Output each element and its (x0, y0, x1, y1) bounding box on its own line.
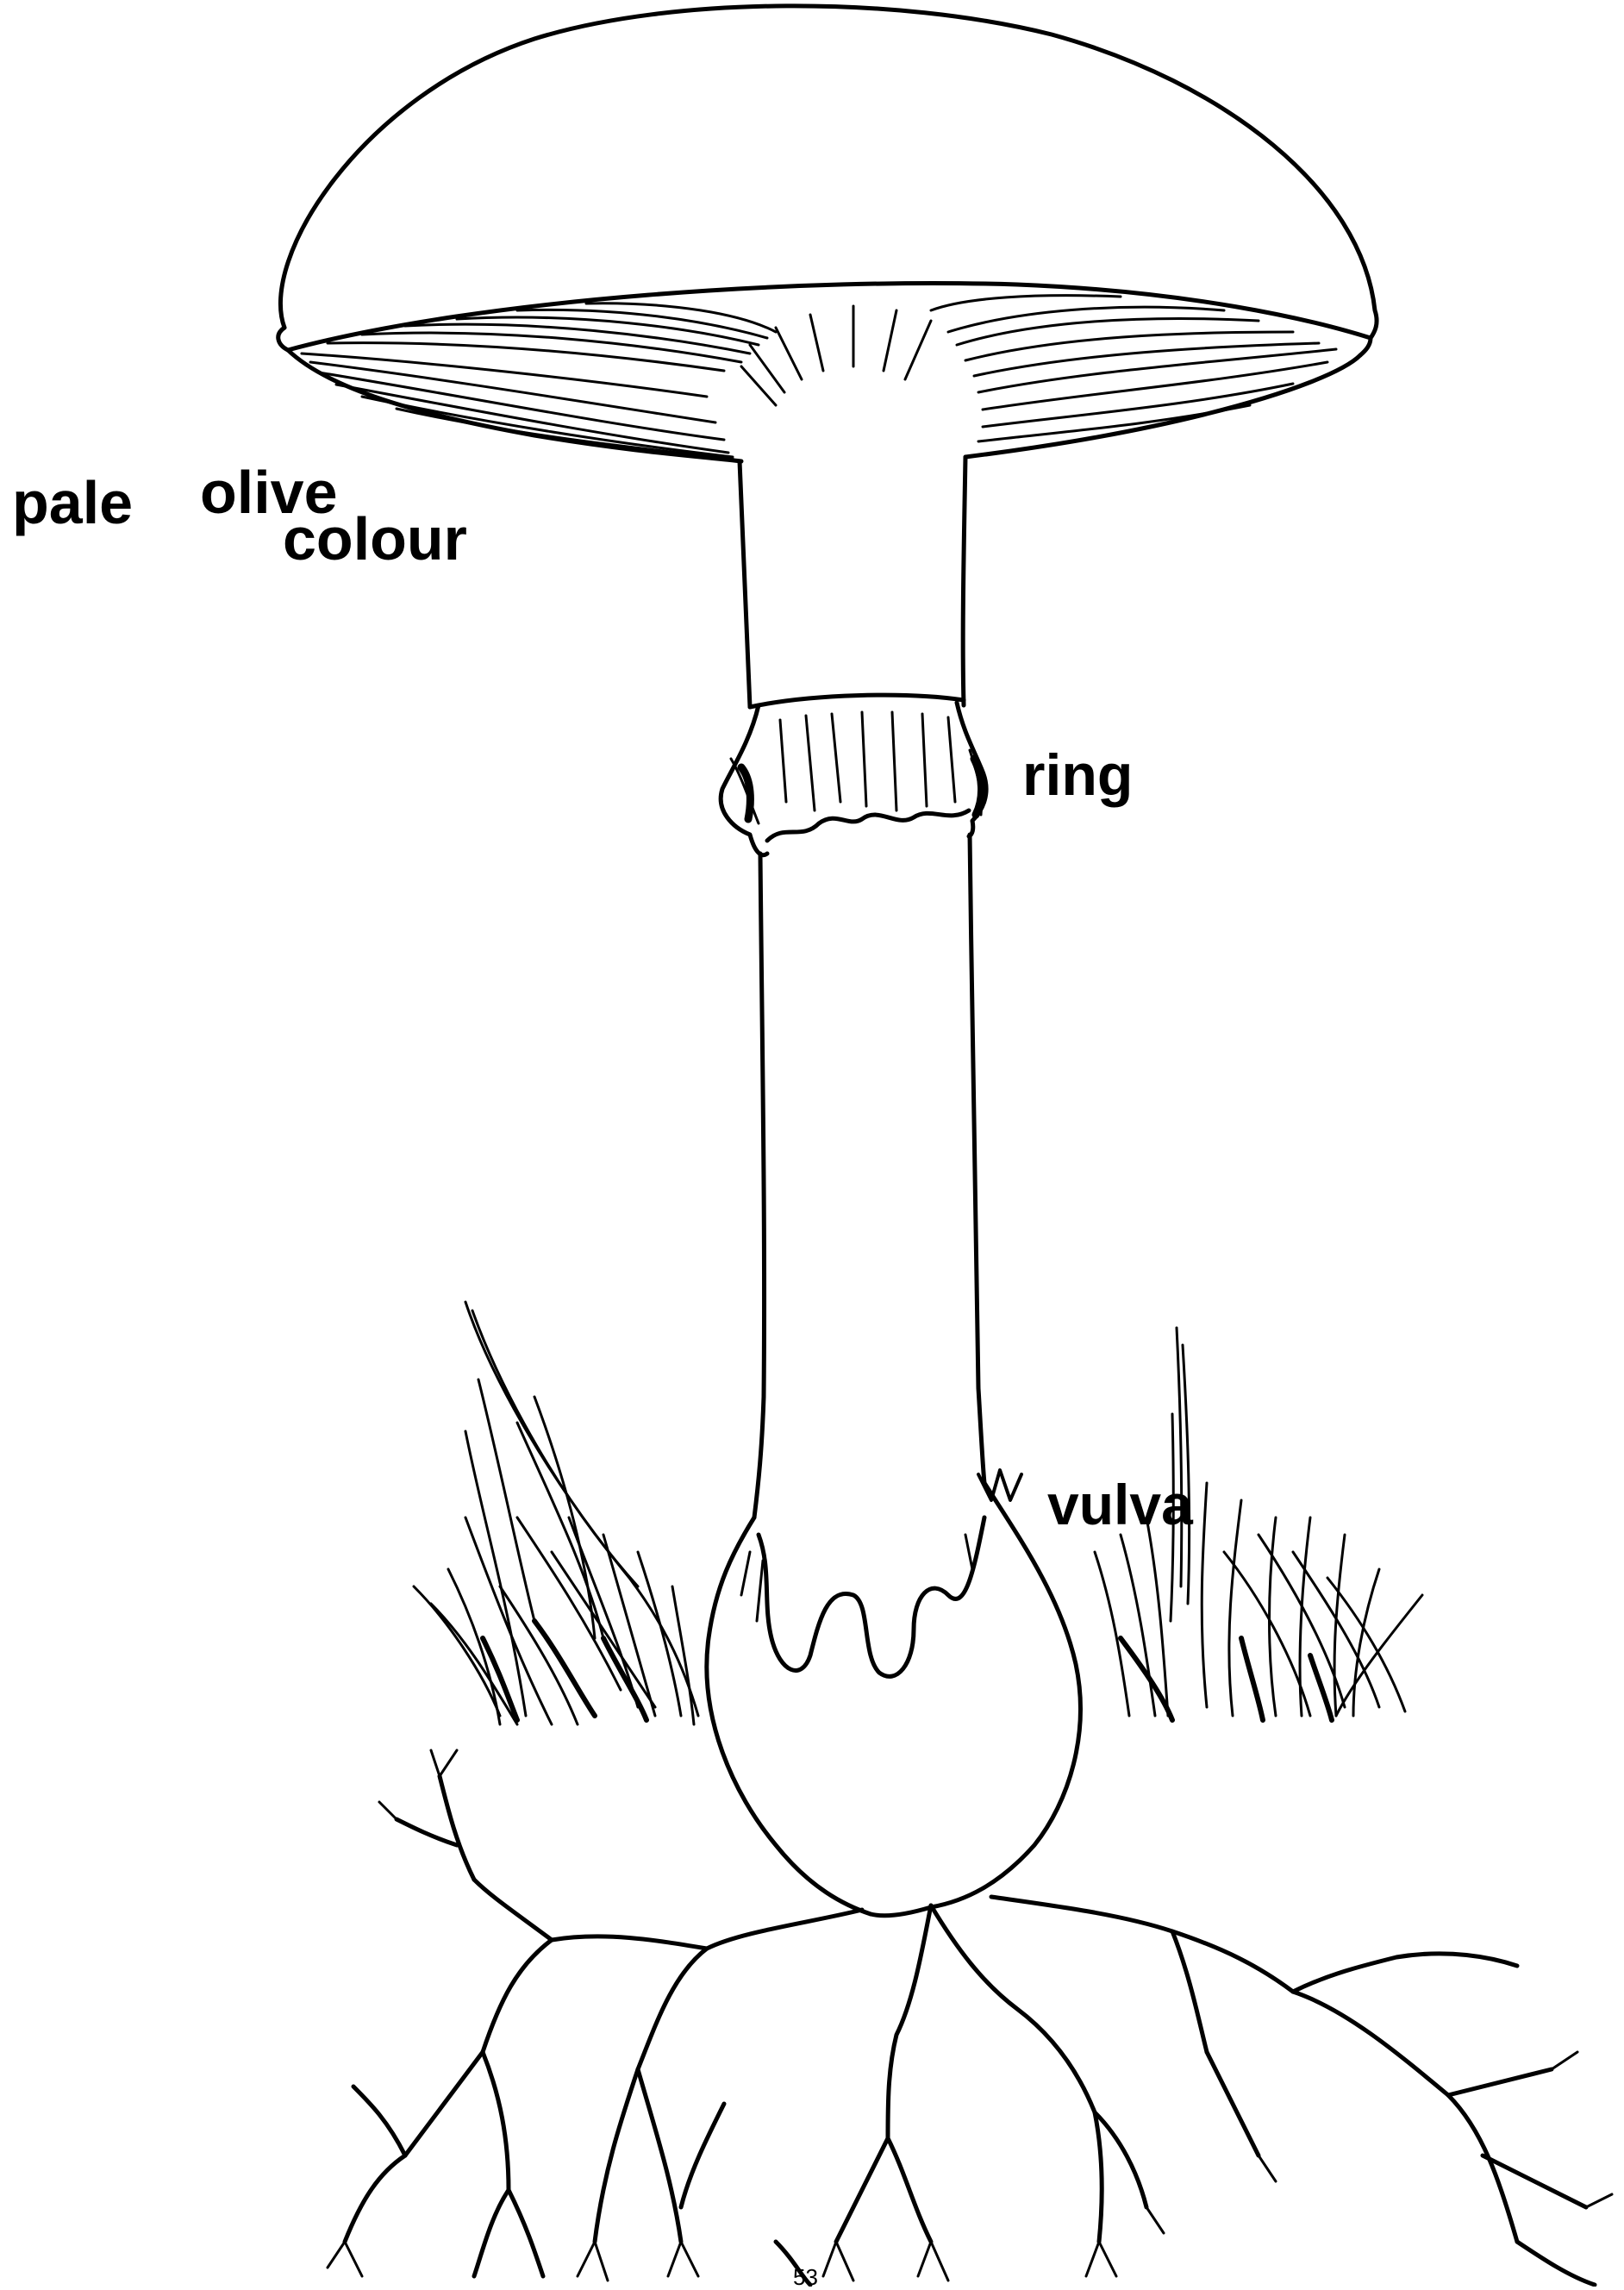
mushroom-ring (721, 695, 986, 855)
label-ring: ring (1022, 746, 1133, 804)
grass-left (414, 1302, 698, 1724)
gill-lines (302, 296, 1336, 459)
mycelium-roots (328, 1750, 1612, 2285)
mushroom-volva (707, 1470, 1081, 1916)
label-pale: pale (12, 472, 133, 533)
stem-right-upper (963, 457, 965, 705)
stem-left-upper (740, 461, 750, 707)
cap-dome (280, 6, 1377, 338)
cap-rim-right (1360, 338, 1371, 355)
page-number: 53 (793, 2266, 818, 2288)
stem-right-lower (970, 835, 984, 1483)
label-colour: colour (283, 509, 467, 569)
cap-gill-edge (288, 283, 1371, 350)
label-vulva: vulva (1047, 1476, 1193, 1533)
stem-left-lower (754, 854, 765, 1517)
mushroom-stem (740, 457, 984, 1517)
mushroom-cap (278, 6, 1377, 461)
cap-rim-left (278, 328, 288, 350)
